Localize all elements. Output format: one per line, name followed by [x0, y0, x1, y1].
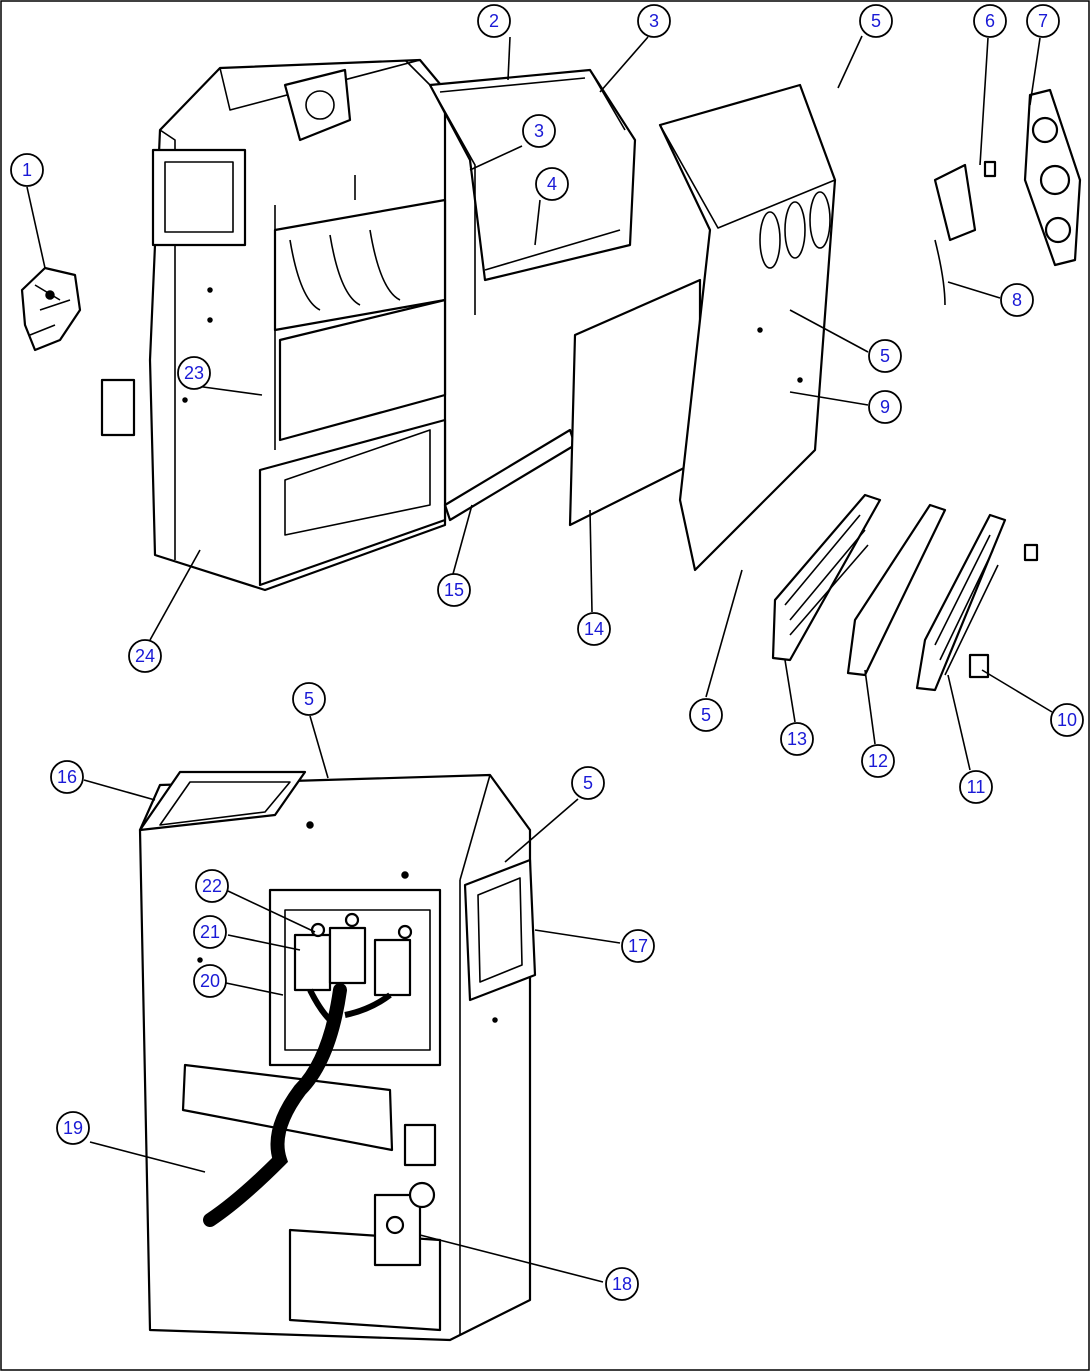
callout-13: 13	[780, 722, 814, 756]
svg-text:17: 17	[628, 936, 648, 956]
top-cover-panel	[428, 68, 637, 315]
callout-5-bottom-right: 5	[571, 766, 605, 800]
valve-18	[373, 1123, 437, 1267]
callout-16: 16	[50, 760, 84, 794]
callout-12: 12	[861, 744, 895, 778]
callout-1: 1	[10, 153, 44, 187]
svg-text:12: 12	[868, 751, 888, 771]
callout-15: 15	[437, 573, 471, 607]
svg-text:20: 20	[200, 971, 220, 991]
svg-text:9: 9	[880, 397, 890, 417]
callout-11: 11	[959, 770, 993, 804]
callout-6: 6	[973, 4, 1007, 38]
callout-8: 8	[1000, 283, 1034, 317]
callout-5-bottom-top: 5	[292, 682, 326, 716]
callout-19: 19	[56, 1111, 90, 1145]
wire-harness	[203, 983, 392, 1227]
filter-12	[846, 503, 947, 677]
svg-text:19: 19	[63, 1118, 83, 1138]
callout-7: 7	[1026, 4, 1060, 38]
callout-5-right: 5	[868, 339, 902, 373]
callout-2: 2	[477, 4, 511, 38]
blower-motor-part	[20, 266, 82, 352]
svg-text:8: 8	[1012, 290, 1022, 310]
main-housing	[100, 58, 447, 592]
relay-group	[293, 912, 413, 997]
svg-text:3: 3	[649, 11, 659, 31]
svg-text:5: 5	[701, 705, 711, 725]
callout-5-top: 5	[859, 4, 893, 38]
grille-13	[771, 493, 882, 662]
callout-20: 20	[193, 964, 227, 998]
switch-assembly	[933, 88, 1082, 306]
leader-lines	[26, 35, 1053, 1283]
callout-18: 18	[605, 1267, 639, 1301]
svg-text:1: 1	[22, 160, 32, 180]
callout-21: 21	[193, 915, 227, 949]
rear-panel	[658, 83, 837, 572]
svg-text:5: 5	[880, 346, 890, 366]
callout-3-mid: 3	[522, 114, 556, 148]
front-panel	[138, 773, 532, 1342]
louver-11	[915, 513, 1007, 692]
svg-text:15: 15	[444, 580, 464, 600]
svg-text:5: 5	[583, 773, 593, 793]
callout-23: 23	[177, 356, 211, 390]
callout-24: 24	[128, 639, 162, 673]
callout-4: 4	[535, 167, 569, 201]
callout-3-top: 3	[637, 4, 671, 38]
svg-text:7: 7	[1038, 11, 1048, 31]
side-window-17	[463, 858, 537, 1002]
svg-text:21: 21	[200, 922, 220, 942]
svg-text:10: 10	[1057, 710, 1077, 730]
svg-text:5: 5	[871, 11, 881, 31]
side-strip	[443, 428, 577, 522]
svg-text:22: 22	[202, 876, 222, 896]
callouts: 1 2 3 3 4 5 5 5 5 5 6 7 8 9 10 11 12 13 …	[10, 4, 1084, 1301]
clip-10	[968, 543, 1039, 679]
svg-text:5: 5	[304, 689, 314, 709]
svg-text:13: 13	[787, 729, 807, 749]
svg-text:2: 2	[489, 11, 499, 31]
svg-text:14: 14	[584, 619, 604, 639]
callout-9: 9	[868, 390, 902, 424]
svg-text:11: 11	[967, 777, 986, 797]
callout-5-lower: 5	[689, 698, 723, 732]
svg-text:24: 24	[135, 646, 155, 666]
callout-17: 17	[621, 929, 655, 963]
svg-text:6: 6	[985, 11, 995, 31]
svg-text:16: 16	[57, 767, 77, 787]
svg-text:3: 3	[534, 121, 544, 141]
svg-text:23: 23	[184, 363, 204, 383]
callout-14: 14	[577, 612, 611, 646]
svg-text:18: 18	[612, 1274, 632, 1294]
window-frame-16	[138, 770, 307, 832]
svg-text:4: 4	[547, 174, 557, 194]
callout-22: 22	[195, 869, 229, 903]
callout-10: 10	[1050, 703, 1084, 737]
